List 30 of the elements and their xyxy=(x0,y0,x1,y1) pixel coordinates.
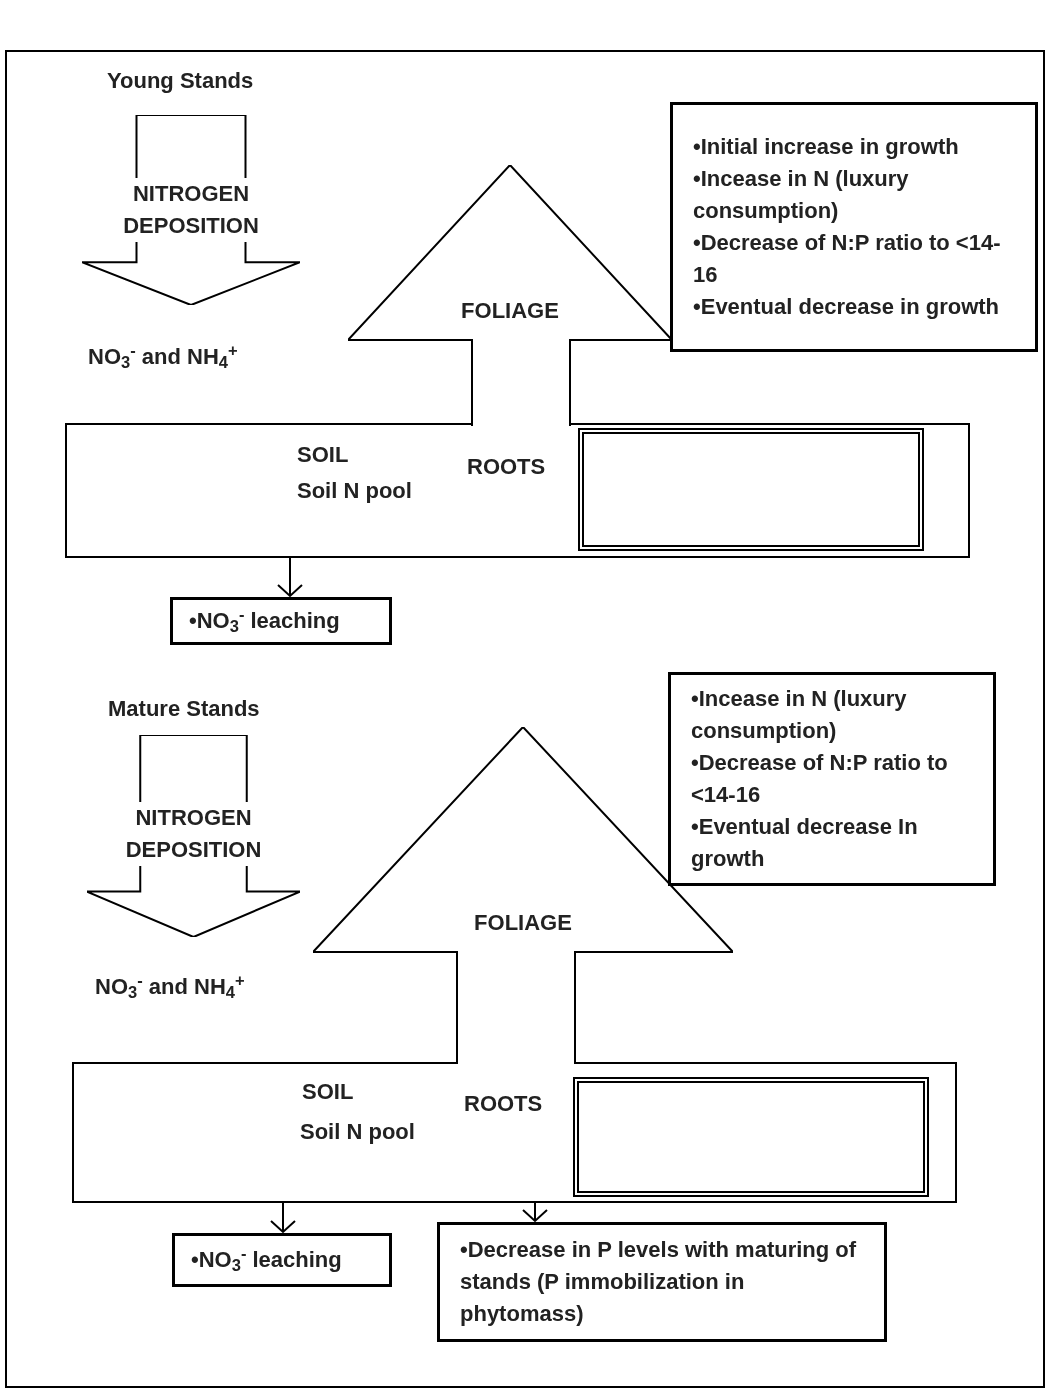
soil-box xyxy=(65,423,970,558)
bullet-text: •Decrease of N:P ratio to <14-16 xyxy=(691,749,949,809)
soil-box xyxy=(72,1062,957,1203)
bullet-text: •Eventual decrease in growth xyxy=(693,293,1000,321)
chevron-arrow xyxy=(522,1202,548,1222)
bullet-text: •Decrease in P levels with maturing of stands (P immobilization in phytomass) xyxy=(460,1236,858,1328)
bullet-text: •NO$_{3}$$^{-}$ leaching xyxy=(189,605,341,637)
box-label: SOIL xyxy=(297,441,349,469)
text-box xyxy=(170,597,392,645)
bullet-text: •Incease in N (luxury consumption) xyxy=(693,165,910,225)
box-label: ROOTS xyxy=(464,1090,543,1118)
bullet-text: •Initial increase in growth xyxy=(693,133,960,161)
bullet-text: •NO$_{3}$$^{-}$ leaching xyxy=(191,1244,343,1276)
bullet-text: •Eventual decrease In growth xyxy=(691,813,919,873)
text-box xyxy=(668,672,996,886)
chevron-arrow xyxy=(277,557,303,597)
box-label: Soil N pool xyxy=(300,1118,415,1146)
bullet-text: •Incease in N (luxury consumption) xyxy=(691,685,908,745)
chevron-arrow xyxy=(270,1202,296,1233)
text-label: Mature Stands xyxy=(108,695,260,723)
box-label: SOIL xyxy=(302,1078,354,1106)
box-label: ROOTS xyxy=(467,453,546,481)
bullet-text: •Decrease of N:P ratio to <14-16 xyxy=(693,229,1002,289)
box-label: Soil N pool xyxy=(297,477,412,505)
text-box xyxy=(172,1233,392,1287)
text-box xyxy=(437,1222,887,1342)
text-label: Young Stands xyxy=(107,67,254,95)
empty-box xyxy=(573,1077,929,1197)
text-box xyxy=(670,102,1038,352)
empty-box xyxy=(578,428,924,551)
